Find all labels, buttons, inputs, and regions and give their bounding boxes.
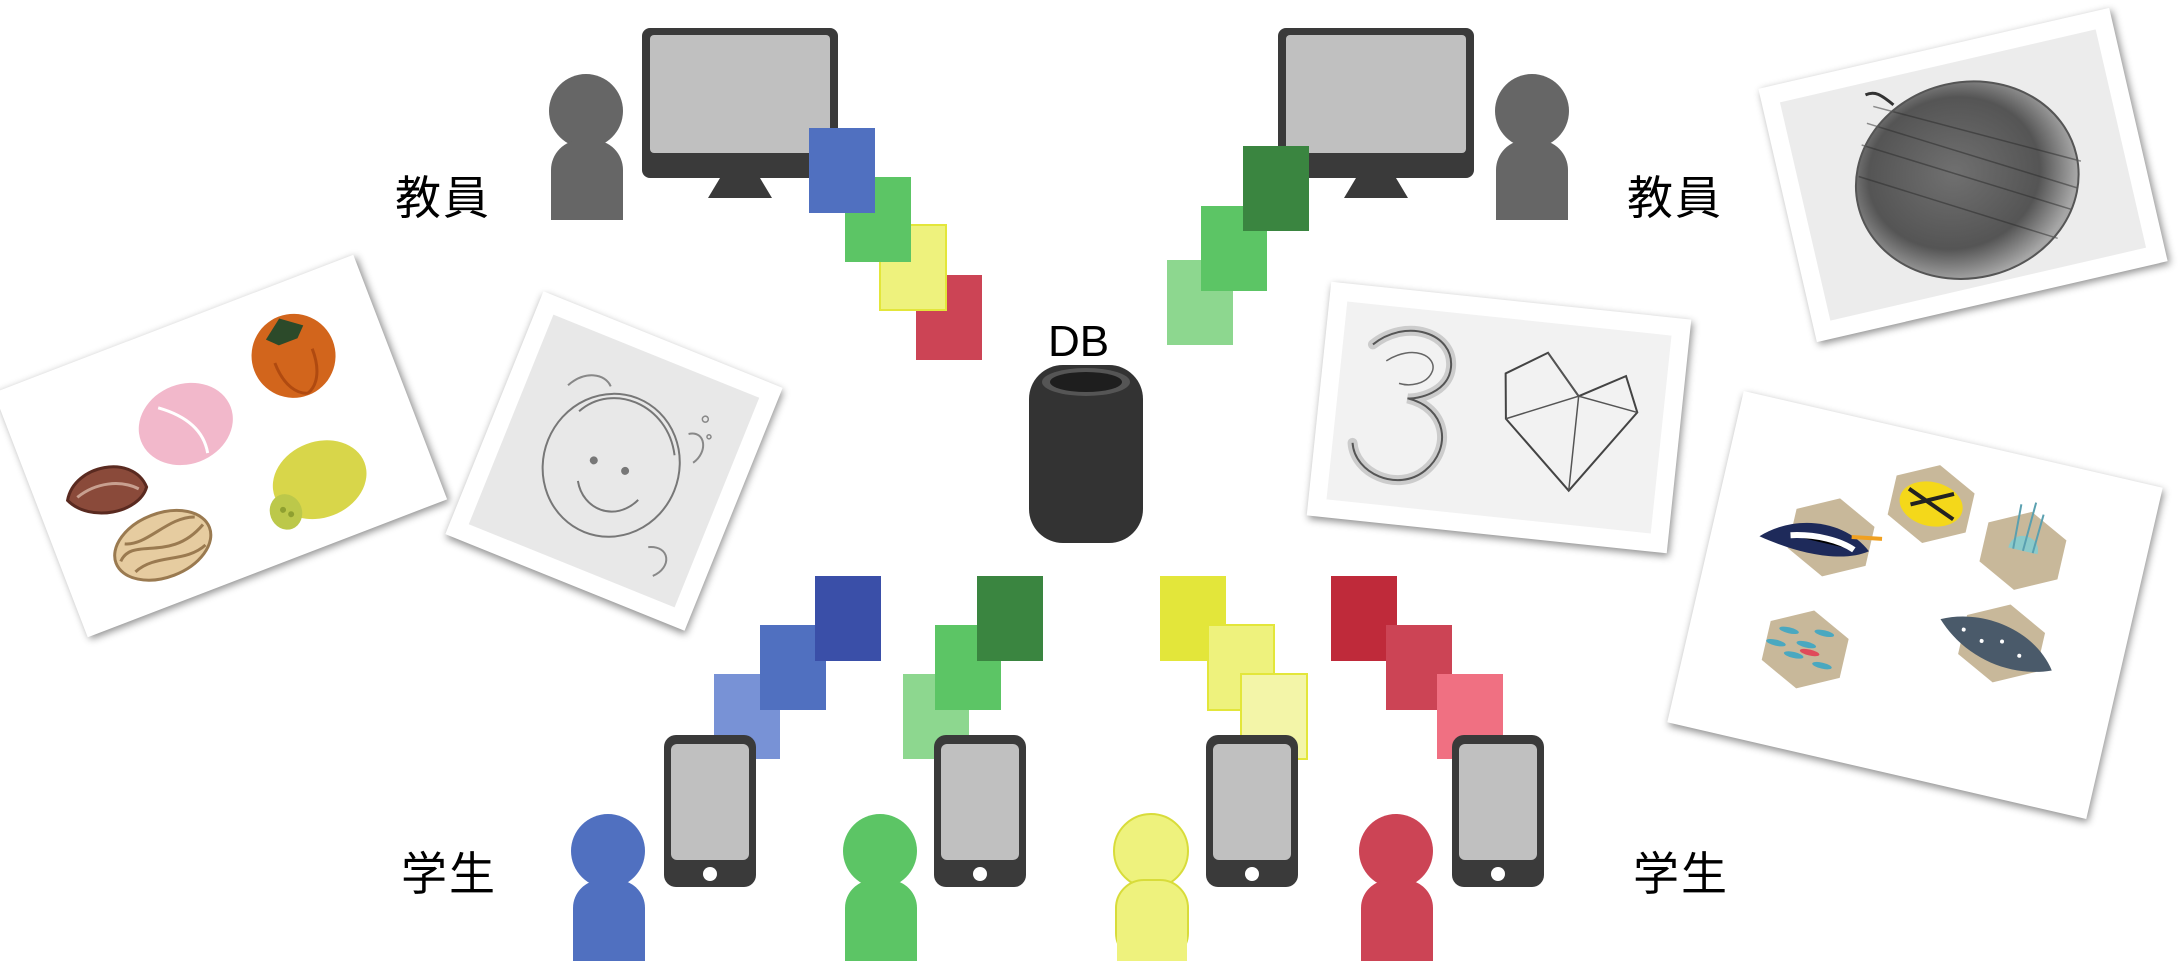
student-blue-person-icon	[571, 814, 645, 961]
geometric-sketch-image	[1347, 325, 1639, 493]
sea-creatures-image	[1759, 465, 2067, 689]
student-yellow-data-cards	[1160, 576, 1308, 760]
teacher-right-person-icon	[1495, 74, 1569, 220]
teacher-left-data-cards	[809, 128, 982, 360]
teacher-left-label: 教員	[395, 171, 491, 225]
card-green-dark	[1243, 146, 1309, 231]
teacher-left-person-icon	[549, 74, 623, 220]
student-yellow-phone-icon	[1206, 735, 1298, 887]
card-blue	[809, 128, 875, 213]
teacher-left-monitor-icon	[642, 28, 838, 198]
student-right-label: 学生	[1633, 847, 1729, 901]
teacher-right-label: 教員	[1627, 171, 1723, 225]
student-red-data-cards	[1331, 576, 1503, 759]
database-icon	[1029, 365, 1143, 543]
photo-apple-drawing	[1758, 7, 2168, 343]
database-label: DB	[1048, 317, 1110, 366]
student-red-person-icon	[1359, 814, 1433, 961]
student-blue-phone-icon	[664, 735, 756, 887]
photo-geometric-sketch	[1306, 281, 1692, 554]
fruit-drawing-image	[65, 313, 367, 582]
animal-sketch-image	[541, 374, 712, 577]
student-green-person-icon	[843, 814, 917, 961]
student-green-phone-icon	[934, 735, 1026, 887]
student-red-phone-icon	[1452, 735, 1544, 887]
student-blue-data-cards	[714, 576, 881, 759]
teacher-right-data-cards	[1167, 146, 1309, 345]
photo-sea-creatures	[1667, 390, 2163, 820]
student-yellow-person-icon	[1113, 813, 1189, 961]
teacher-right-monitor-icon	[1278, 28, 1474, 198]
student-left-label: 学生	[401, 847, 497, 901]
apple-drawing-image	[1854, 80, 2082, 280]
photo-fruit-illustration	[0, 254, 448, 638]
photo-animal-sketch	[445, 291, 783, 631]
student-green-data-cards	[903, 576, 1043, 759]
